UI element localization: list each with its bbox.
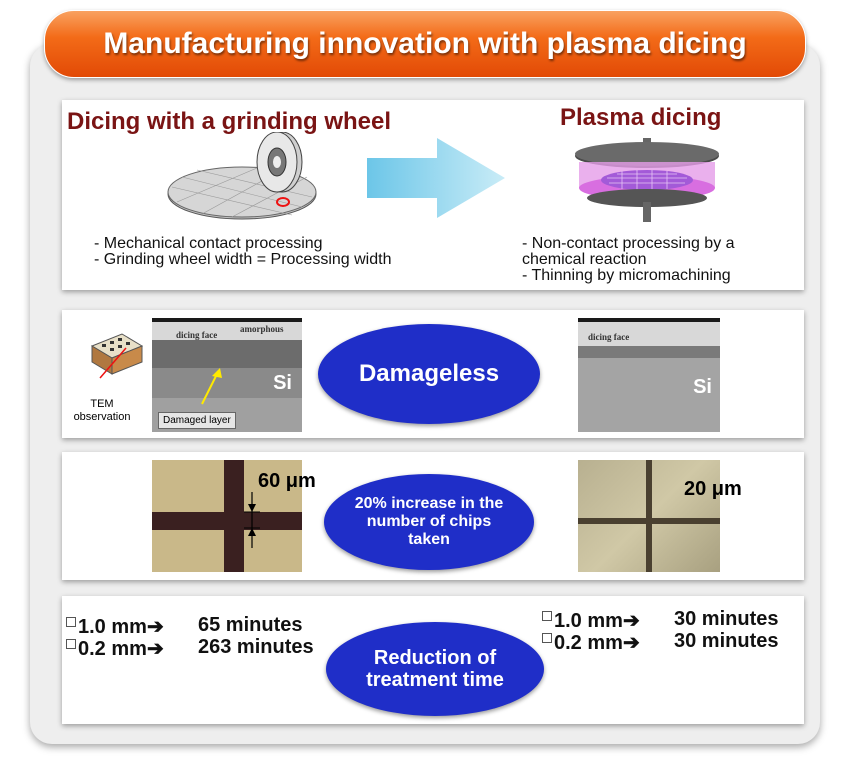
plasma-bullets: - Non-contact processing by a chemical r…: [522, 236, 782, 284]
time-panel: 1.0 mm➔ 65 minutes 0.2 mm➔ 263 minutes R…: [62, 596, 804, 724]
right-time-2: 30 minutes: [674, 630, 779, 652]
right-si-label: Si: [693, 376, 712, 398]
left-row-2: 0.2 mm➔ 263 minutes: [66, 636, 314, 661]
right-dicing-face-label: dicing face: [588, 332, 630, 342]
arrow-icon: [201, 368, 222, 405]
plasma-bullet-1: - Non-contact processing by a chemical r…: [522, 235, 735, 268]
right-arrow-icon: [367, 138, 505, 218]
right-tem-photo: dicing face Si: [578, 318, 720, 432]
left-width-label: 60 μm: [258, 470, 316, 492]
damageless-oval: Damageless: [318, 324, 540, 424]
right-cut-photo: [578, 460, 720, 572]
damaged-layer-label: Damaged layer: [158, 412, 236, 429]
chip-package-icon: [90, 333, 144, 379]
grinding-heading: Dicing with a grinding wheel: [67, 108, 392, 135]
plasma-heading: Plasma dicing: [560, 104, 722, 131]
damage-panel: TEM observation dicing face amorphous Si…: [62, 310, 804, 438]
grinding-bullet-2: - Grinding wheel width = Processing widt…: [94, 251, 392, 268]
left-tem-photo: dicing face amorphous Si Damaged layer: [152, 318, 302, 432]
grinding-bullets: - Mechanical contact processing - Grindi…: [94, 236, 394, 268]
tem-label: TEM observation: [73, 398, 131, 423]
chip-count-panel: 60 μm 20% increase in the number of chip…: [62, 452, 804, 580]
left-amorphous-label: amorphous: [240, 324, 284, 334]
right-size-2: 0.2 mm: [554, 632, 623, 654]
comparison-panel: Dicing with a grinding wheel Plasma dici…: [62, 100, 804, 290]
plasma-bullet-2: - Thinning by micromachining: [522, 267, 731, 284]
left-time-1: 65 minutes: [198, 614, 303, 636]
grinding-wheel-icon: [167, 132, 317, 220]
page-title: Manufacturing innovation with plasma dic…: [103, 27, 747, 60]
left-dicing-face-label: dicing face: [176, 330, 218, 340]
width-indicator-icon: [244, 492, 260, 548]
title-banner: Manufacturing innovation with plasma dic…: [44, 10, 806, 78]
left-time-2: 263 minutes: [198, 636, 314, 658]
chip-increase-oval: 20% increase in the number of chips take…: [324, 474, 534, 570]
left-si-label: Si: [273, 372, 292, 394]
right-row-1: 1.0 mm➔ 30 minutes: [542, 608, 778, 633]
left-row-1: 1.0 mm➔ 65 minutes: [66, 614, 302, 639]
plasma-chamber-icon: [575, 138, 719, 222]
left-size-2: 0.2 mm: [78, 638, 147, 660]
left-size-1: 1.0 mm: [78, 616, 147, 638]
right-row-2: 0.2 mm➔ 30 minutes: [542, 630, 778, 655]
left-cut-photo: [152, 460, 302, 572]
time-reduction-oval: Reduction of treatment time: [326, 622, 544, 716]
right-time-1: 30 minutes: [674, 608, 779, 630]
grinding-bullet-1: - Mechanical contact processing: [94, 235, 323, 252]
right-size-1: 1.0 mm: [554, 610, 623, 632]
right-width-label: 20 μm: [684, 478, 742, 500]
